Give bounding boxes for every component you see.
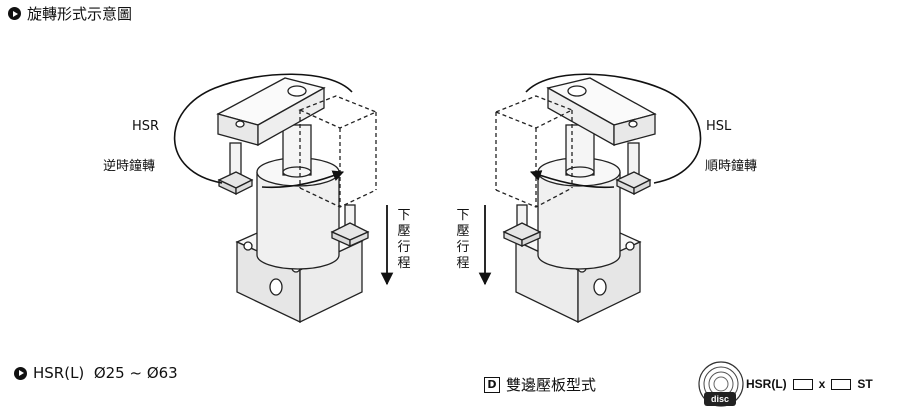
disc-logo-text: disc <box>710 394 729 404</box>
left-base-side <box>299 239 363 324</box>
section-title-text: 旋轉形式示意圖 <box>27 5 133 23</box>
left-cylinder-body <box>256 172 340 270</box>
left-rotated-arm-dashed <box>298 95 378 208</box>
left-cylinder-drawing <box>216 77 378 324</box>
right-rotation-arrow <box>525 73 702 184</box>
order-code-box-1 <box>792 378 813 390</box>
right-cylinder-drawing <box>494 77 657 324</box>
model-range-text: HSR(L) Ø25 ~ Ø63 <box>33 364 178 382</box>
right-cylinder-body <box>537 172 621 270</box>
section-title: 旋轉形式示意圖 <box>8 3 132 24</box>
order-code-x: x <box>818 377 826 391</box>
order-code-prefix: HSR(L) <box>746 377 787 391</box>
left-direction-code: HSR <box>132 119 160 134</box>
model-range-row: HSR(L) Ø25 ~ Ø63 <box>14 364 178 382</box>
play-bullet-icon <box>8 7 21 20</box>
left-rotation-arrow <box>173 73 353 184</box>
clamp-type-label: 雙邊壓板型式 <box>506 376 597 394</box>
order-code-suffix: ST <box>857 377 873 391</box>
right-stroke-label: 下壓行程 <box>456 208 470 271</box>
right-rotated-arm-dashed <box>494 95 574 208</box>
right-direction-text: 順時鐘轉 <box>705 159 758 174</box>
left-direction-text: 逆時鐘轉 <box>103 159 156 174</box>
left-stroke-label: 下壓行程 <box>397 208 411 271</box>
order-code-box-2 <box>831 378 852 390</box>
clamp-type-row: D 雙邊壓板型式 <box>484 374 596 395</box>
right-direction-code: HSL <box>706 119 732 134</box>
right-arm-side <box>613 113 656 146</box>
play-bullet-icon <box>14 366 27 380</box>
left-arm-side <box>257 86 325 147</box>
clamp-key-box: D <box>484 376 500 393</box>
disc-logo-icon <box>698 361 744 407</box>
order-code-row: HSR(L) x ST <box>746 377 873 391</box>
